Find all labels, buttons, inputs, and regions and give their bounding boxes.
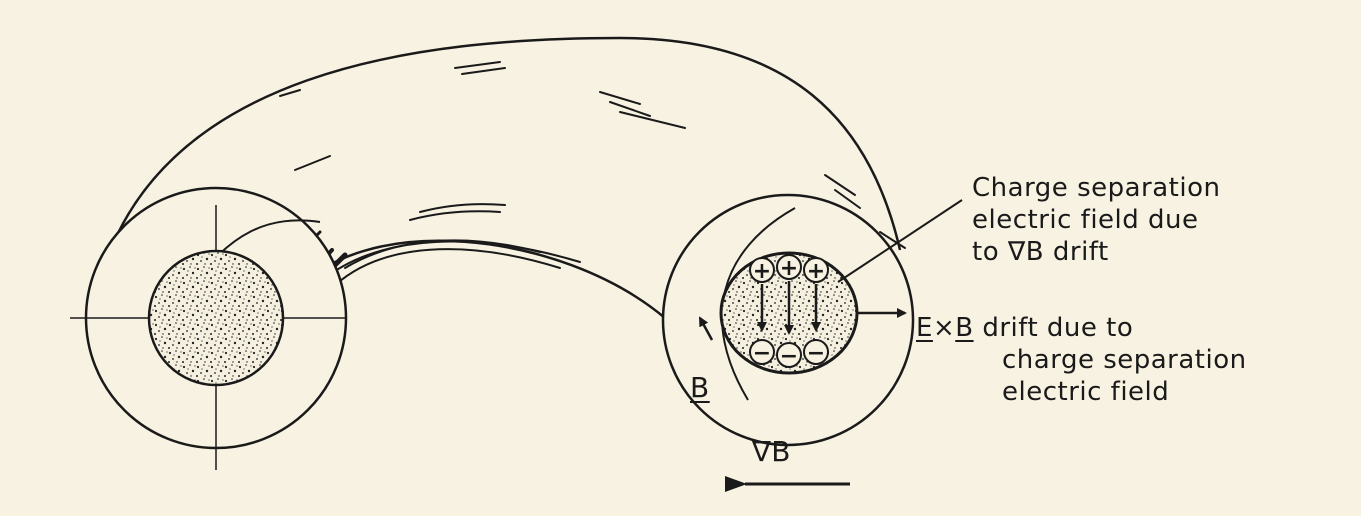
charge-line3-prefix: to <box>972 237 1008 267</box>
charge-separation-line2: electric field due <box>972 204 1220 236</box>
exb-line2: charge separation <box>916 344 1247 376</box>
negative-charge-sign: − <box>780 344 798 369</box>
charge-separation-line1: Charge separation <box>972 172 1220 204</box>
left-plasma-column <box>149 251 283 385</box>
positive-charge-sign: + <box>753 259 771 284</box>
exb-line1-rest: drift due to <box>974 313 1134 343</box>
charge-separation-line3: to ∇B drift <box>972 236 1220 268</box>
exb-line1: E×B drift due to <box>916 312 1247 344</box>
torus-inner-outline <box>292 241 665 318</box>
grad-b-label: ∇B <box>752 436 791 468</box>
negative-charges: − − − <box>750 340 828 369</box>
positive-charge-sign: + <box>780 256 798 281</box>
nabla-symbol: ∇ <box>1008 237 1026 267</box>
negative-charge-sign: − <box>753 341 771 366</box>
charge-line3-suffix: B drift <box>1026 237 1109 267</box>
exb-e-vector: E <box>916 313 933 343</box>
positive-charge-sign: + <box>807 259 825 284</box>
exb-drift-label: E×B drift due to charge separation elect… <box>916 312 1247 408</box>
charge-separation-label: Charge separation electric field due to … <box>972 172 1220 268</box>
negative-charge-sign: − <box>807 341 825 366</box>
exb-line3: electric field <box>916 376 1247 408</box>
exb-times: × <box>933 313 955 343</box>
positive-charges: + + + <box>750 255 828 284</box>
b-field-label: B <box>690 372 710 404</box>
exb-b-vector: B <box>955 313 973 343</box>
